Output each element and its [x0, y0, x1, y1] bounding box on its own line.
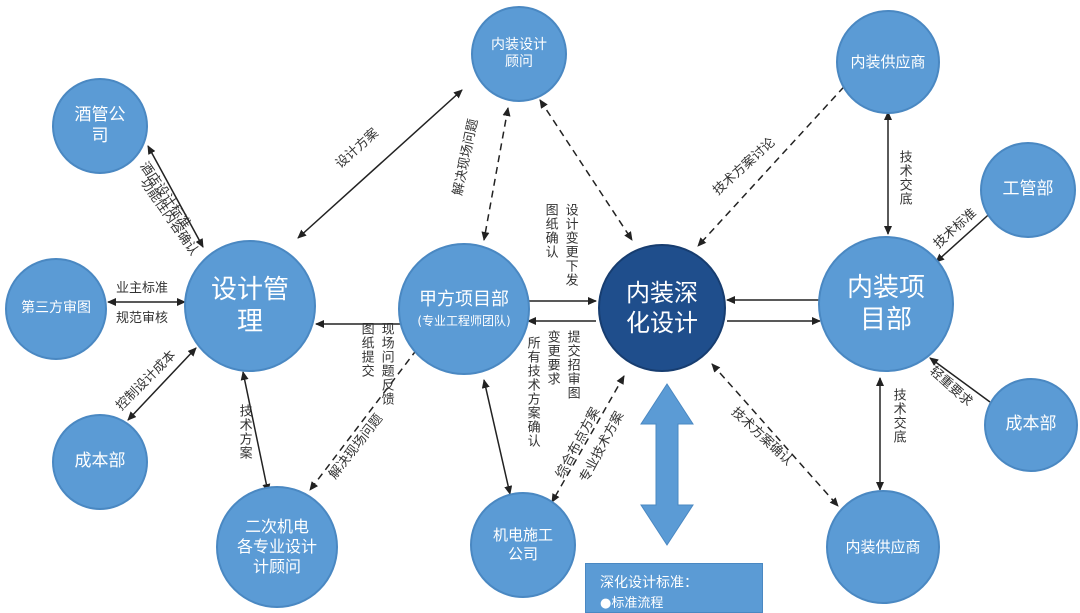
edge-consultant-to-owner-dashed: [481, 107, 511, 241]
standard-box-item: ●标准流程: [600, 596, 664, 611]
node-owner-project-sublabel: (专业工程师团队): [417, 314, 511, 329]
node-engineering-dept: 工管部: [980, 142, 1076, 238]
node-interior-supplier-top-label: 内装供应商: [850, 52, 926, 71]
node-interior-consultant: 内装设计 顾问: [471, 6, 567, 102]
node-interior-project-label: 内装项 目部: [846, 272, 925, 336]
node-design-mgmt: 设计管 理: [184, 240, 316, 372]
detail-design-standard-box: 深化设计标准： ●标准流程: [585, 563, 763, 613]
node-engineering-dept-label: 工管部: [1002, 179, 1054, 200]
node-mep-consultant-label: 二次机电 各专业设计 计顾问: [236, 517, 317, 576]
node-detail-design: 内装深 化设计: [598, 244, 726, 372]
node-owner-project: 甲方项目部 (专业工程师团队): [398, 243, 530, 375]
label-change-request: 变更要求: [544, 330, 560, 386]
node-cost-dept-right: 成本部: [984, 378, 1078, 472]
label-code-review: 规范审核: [116, 311, 169, 326]
label-tech-handover-bottom: 技术交底: [890, 388, 906, 444]
edge-design-to-mep-consultant: [240, 371, 271, 493]
label-owner-standard: 业主标准: [116, 281, 169, 296]
edge-owner-to-mep-contractor: [481, 379, 513, 495]
edge-owner-to-mep-consultant-dashed: [309, 339, 425, 491]
node-design-mgmt-label: 设计管 理: [210, 274, 289, 338]
node-interior-supplier-bottom-label: 内装供应商: [845, 537, 921, 556]
node-mep-contractor-label: 机电施工 公司: [492, 526, 553, 563]
edge-supplier-to-detail-dashed: [697, 77, 853, 247]
node-detail-design-label: 内装深 化设计: [626, 279, 698, 337]
label-tender-drawing: 提交招审图: [564, 330, 580, 400]
label-design-change-issue: 设计变更下发: [562, 203, 578, 287]
node-owner-project-label: 甲方项目部: [419, 288, 509, 310]
label-tech-plan-left: 技术方案: [236, 404, 252, 460]
node-third-party-review: 第三方审图: [5, 258, 107, 360]
node-mep-consultant: 二次机电 各专业设计 计顾问: [216, 486, 338, 608]
node-third-party-review-label: 第三方审图: [21, 300, 91, 317]
edge-detail-to-mep-contractor-dashed: [551, 375, 625, 503]
label-site-feedback: 现场问题反馈: [378, 322, 394, 406]
big-double-arrow: [640, 383, 694, 546]
node-hotel-mgmt: 酒管公 司: [52, 78, 148, 174]
node-interior-supplier-bottom: 内装供应商: [826, 490, 940, 604]
edge-engineering-to-interior: [935, 207, 997, 263]
node-mep-contractor: 机电施工 公司: [470, 492, 576, 598]
node-cost-dept-right-label: 成本部: [1005, 414, 1057, 435]
edge-detail-to-supplier-bottom-dashed: [711, 363, 839, 507]
label-tech-handover-top: 技术交底: [896, 150, 912, 206]
node-hotel-mgmt-label: 酒管公 司: [74, 104, 126, 146]
node-interior-supplier-top: 内装供应商: [836, 10, 940, 114]
label-drawing-submit: 图纸提交: [358, 322, 374, 378]
node-cost-dept-left-label: 成本部: [74, 451, 126, 472]
node-interior-consultant-label: 内装设计 顾问: [491, 36, 547, 71]
node-interior-project: 内装项 目部: [818, 236, 954, 372]
label-all-tech-confirm: 所有技术方案确认: [524, 336, 540, 448]
edge-cost-right-to-interior: [929, 357, 991, 403]
label-drawing-confirm: 图纸确认: [542, 203, 558, 259]
node-cost-dept-left: 成本部: [52, 414, 148, 510]
standard-box-title: 深化设计标准：: [600, 575, 698, 591]
edge-cost-to-design: [127, 347, 197, 421]
edge-design-to-consultant: [297, 89, 463, 239]
edge-hotel-to-design: [147, 145, 204, 248]
edge-consultant-to-detail-dashed: [539, 99, 633, 241]
